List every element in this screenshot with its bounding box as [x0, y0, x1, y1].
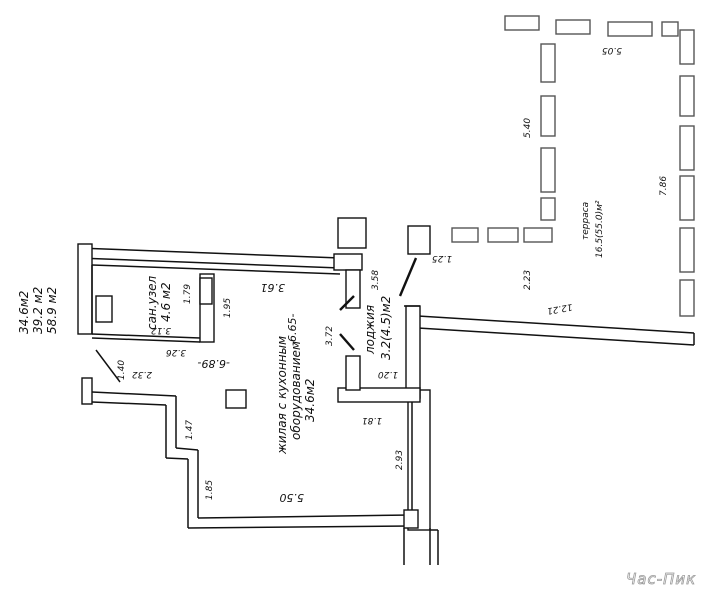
svg-text:58.9 м2: 58.9 м2: [45, 287, 59, 334]
living-area: 34.6м2: [303, 379, 317, 422]
bathroom-dim-3: 3.12: [151, 325, 171, 335]
bathroom-walls: [91, 273, 215, 343]
bathroom-area: 4.6 м2: [159, 282, 173, 322]
bathroom-dim-1: 1.79: [183, 284, 193, 304]
terrace-dim-mid: 2.23: [523, 270, 533, 290]
living-dim-step1: 1.47: [185, 420, 195, 440]
living-dim-bottom: 5.50: [280, 491, 305, 504]
watermark-text: Час-Пик: [626, 570, 696, 588]
living-dim-length: -6.89-: [198, 357, 230, 370]
terrace-area: 16.5(55.0)м²: [595, 200, 605, 258]
bathroom-name: сан.узел: [145, 276, 159, 330]
svg-text:34.6м2: 34.6м2: [17, 291, 31, 334]
living-dim-door: 3.72: [325, 326, 335, 346]
terrace-dim-long: 12.21: [546, 301, 573, 315]
living-dim-right1: 1.81: [362, 415, 382, 425]
bathroom-dim-4: 3.26: [166, 347, 186, 357]
loggia-area: 3.2(4.5)м2: [379, 296, 393, 360]
terrace-wall: [451, 15, 695, 317]
living-dim-width: -6.65-: [286, 314, 299, 346]
terrace-dim-right: 7.86: [659, 176, 669, 196]
loggia-name: лоджия: [363, 305, 377, 355]
terrace-dim-corner: 1.25: [432, 253, 452, 263]
living-name-2: оборудованием: [289, 341, 303, 440]
living-dim-step2: 1.85: [205, 480, 215, 500]
kitchen-fixture: [225, 389, 247, 409]
areas-summary: 34.6м2 39.2 м2 58.9 м2: [17, 287, 59, 334]
apartment-walls: [77, 217, 439, 565]
terrace-name: терраса: [581, 202, 591, 240]
terrace-parapet: [417, 315, 695, 346]
terrace-dim-top: 5.05: [602, 45, 622, 55]
svg-text:39.2 м2: 39.2 м2: [31, 287, 45, 334]
living-dim-left: 2.32: [132, 369, 152, 379]
living-dim-opening: 1.40: [117, 360, 127, 380]
bathroom-dim-2: 1.95: [223, 298, 233, 318]
living-dim-top: 3.61: [261, 281, 286, 294]
terrace-dim-left: 5.40: [523, 118, 533, 138]
living-name-1: жилая с кухонным: [275, 336, 289, 455]
living-dim-right2: 2.93: [395, 450, 405, 470]
loggia-dim-bottom: 1.20: [378, 369, 398, 379]
loggia-dim-top: 3.58: [371, 270, 381, 290]
